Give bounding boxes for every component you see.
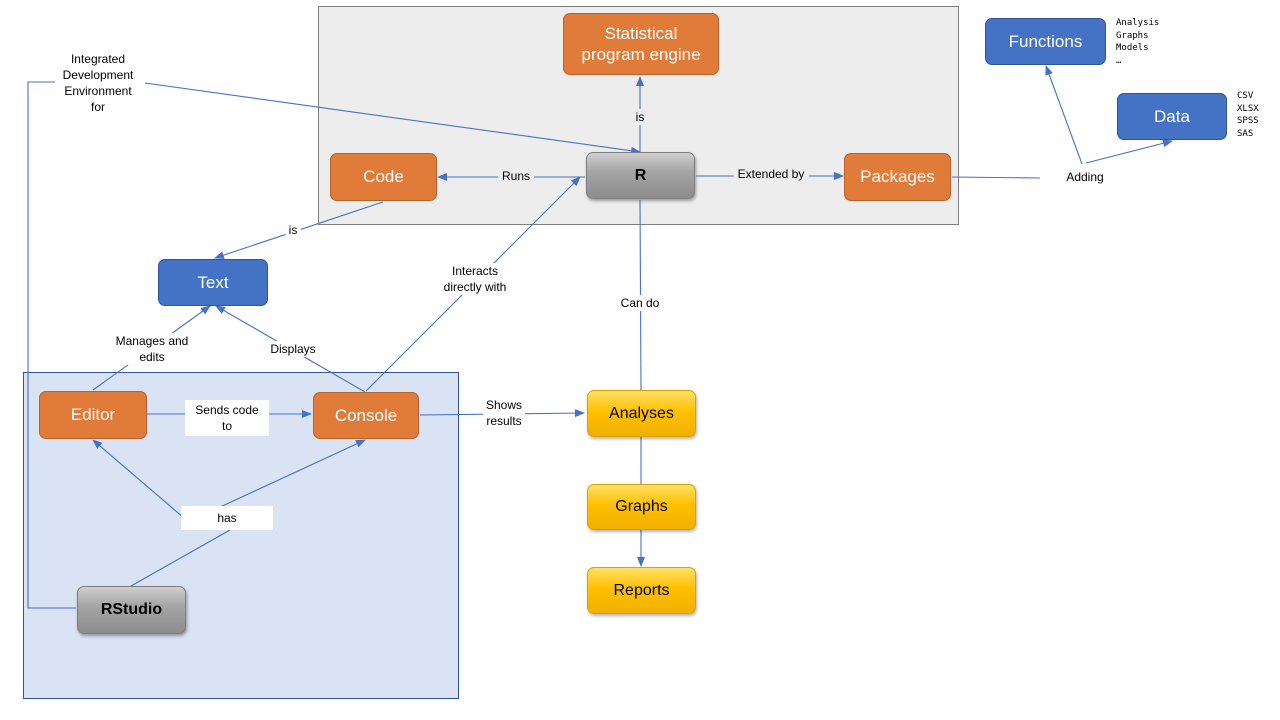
- edge-ide-for: [27, 81, 76, 609]
- edge-label-displays: Displays: [267, 341, 319, 357]
- functions-list-item: Models: [1116, 43, 1149, 53]
- data-format-item: XLSX: [1237, 103, 1259, 114]
- edge-adding-data: [1085, 139, 1173, 164]
- graphs-node: Graphs: [587, 484, 696, 530]
- functions-node: Functions: [985, 18, 1106, 65]
- edge-label-has: has: [181, 506, 273, 530]
- data-format-item: CSV: [1237, 91, 1254, 101]
- edge-label-can-do: Can do: [617, 295, 663, 311]
- functions-list: Analysis Graphs Models …: [1116, 17, 1159, 67]
- data-node: Data: [1117, 93, 1227, 140]
- functions-list-item: Analysis: [1116, 18, 1160, 28]
- analyses-node: Analyses: [587, 390, 696, 437]
- console-node: Console: [313, 392, 419, 439]
- r-node: R: [586, 152, 695, 199]
- edge-label-adding: Adding: [1063, 169, 1107, 185]
- edge-label-extended-by: Extended by: [733, 166, 809, 182]
- functions-list-item: …: [1116, 55, 1122, 66]
- statistical-engine-node: Statistical program engine: [563, 13, 719, 75]
- edge-label-sends-code: Sends code to: [185, 400, 269, 436]
- text-node: Text: [158, 259, 268, 306]
- edge-has-console: [217, 439, 366, 509]
- data-format-item: SAS: [1237, 128, 1254, 139]
- code-node: Code: [330, 153, 437, 201]
- data-format-item: SPSS: [1237, 116, 1259, 126]
- data-formats-list: CSV XLSX SPSS SAS: [1237, 90, 1259, 140]
- edge-label-shows-results: Shows results: [482, 397, 526, 429]
- edge-rstudio-has: [130, 529, 231, 587]
- packages-node: Packages: [844, 153, 951, 201]
- edge-ide-to-r: [144, 82, 641, 155]
- edge-label-interacts: Interacts directly with: [440, 263, 510, 295]
- editor-node: Editor: [39, 391, 147, 439]
- edge-packages-adding: [951, 176, 1041, 179]
- edge-label-code-is-text: is: [285, 222, 301, 238]
- edge-has-editor: [92, 439, 185, 519]
- edge-label-manages: Manages and edits: [112, 333, 192, 365]
- reports-node: Reports: [587, 567, 696, 614]
- edge-label-is-engine: is: [631, 109, 649, 125]
- edge-adding-functions: [1045, 65, 1083, 165]
- edge-label-ide-for: Integrated Development Environment for: [59, 51, 137, 115]
- rstudio-node: RStudio: [77, 586, 186, 634]
- functions-list-item: Graphs: [1116, 30, 1149, 41]
- edge-label-runs: Runs: [497, 168, 535, 184]
